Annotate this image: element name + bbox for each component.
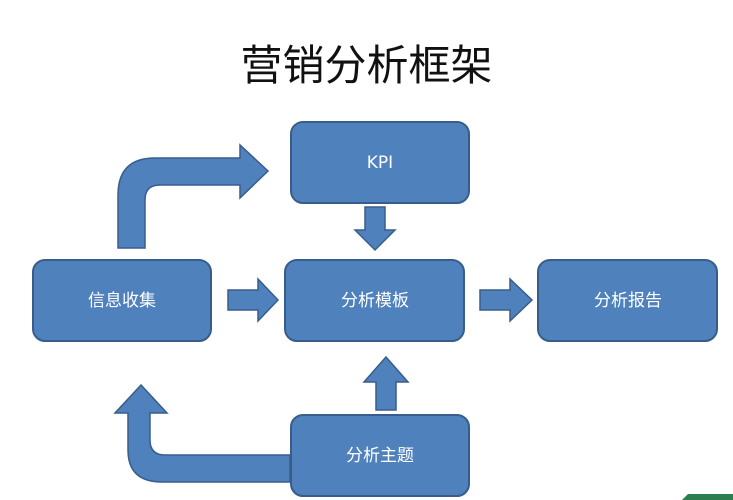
node-report: 分析报告 [537, 259, 718, 342]
arrow-collect-to-template [227, 277, 280, 323]
bent-arrow-topic-to-collect [113, 383, 291, 483]
node-topic-label: 分析主题 [346, 446, 414, 466]
arrow-kpi-to-template [353, 206, 397, 252]
page-title: 营销分析框架 [240, 41, 493, 90]
node-kpi: KPI [290, 121, 470, 204]
node-template: 分析模板 [284, 259, 465, 342]
watermark-logo-icon [682, 494, 733, 500]
arrow-template-to-report [479, 277, 534, 323]
arrow-topic-to-template [362, 355, 410, 411]
node-topic: 分析主题 [290, 414, 470, 497]
node-report-label: 分析报告 [594, 291, 662, 311]
bent-arrow-collect-to-kpi [117, 143, 270, 249]
node-kpi-label: KPI [367, 153, 393, 173]
node-collect: 信息收集 [32, 259, 212, 342]
node-collect-label: 信息收集 [88, 291, 156, 311]
node-template-label: 分析模板 [341, 291, 409, 311]
